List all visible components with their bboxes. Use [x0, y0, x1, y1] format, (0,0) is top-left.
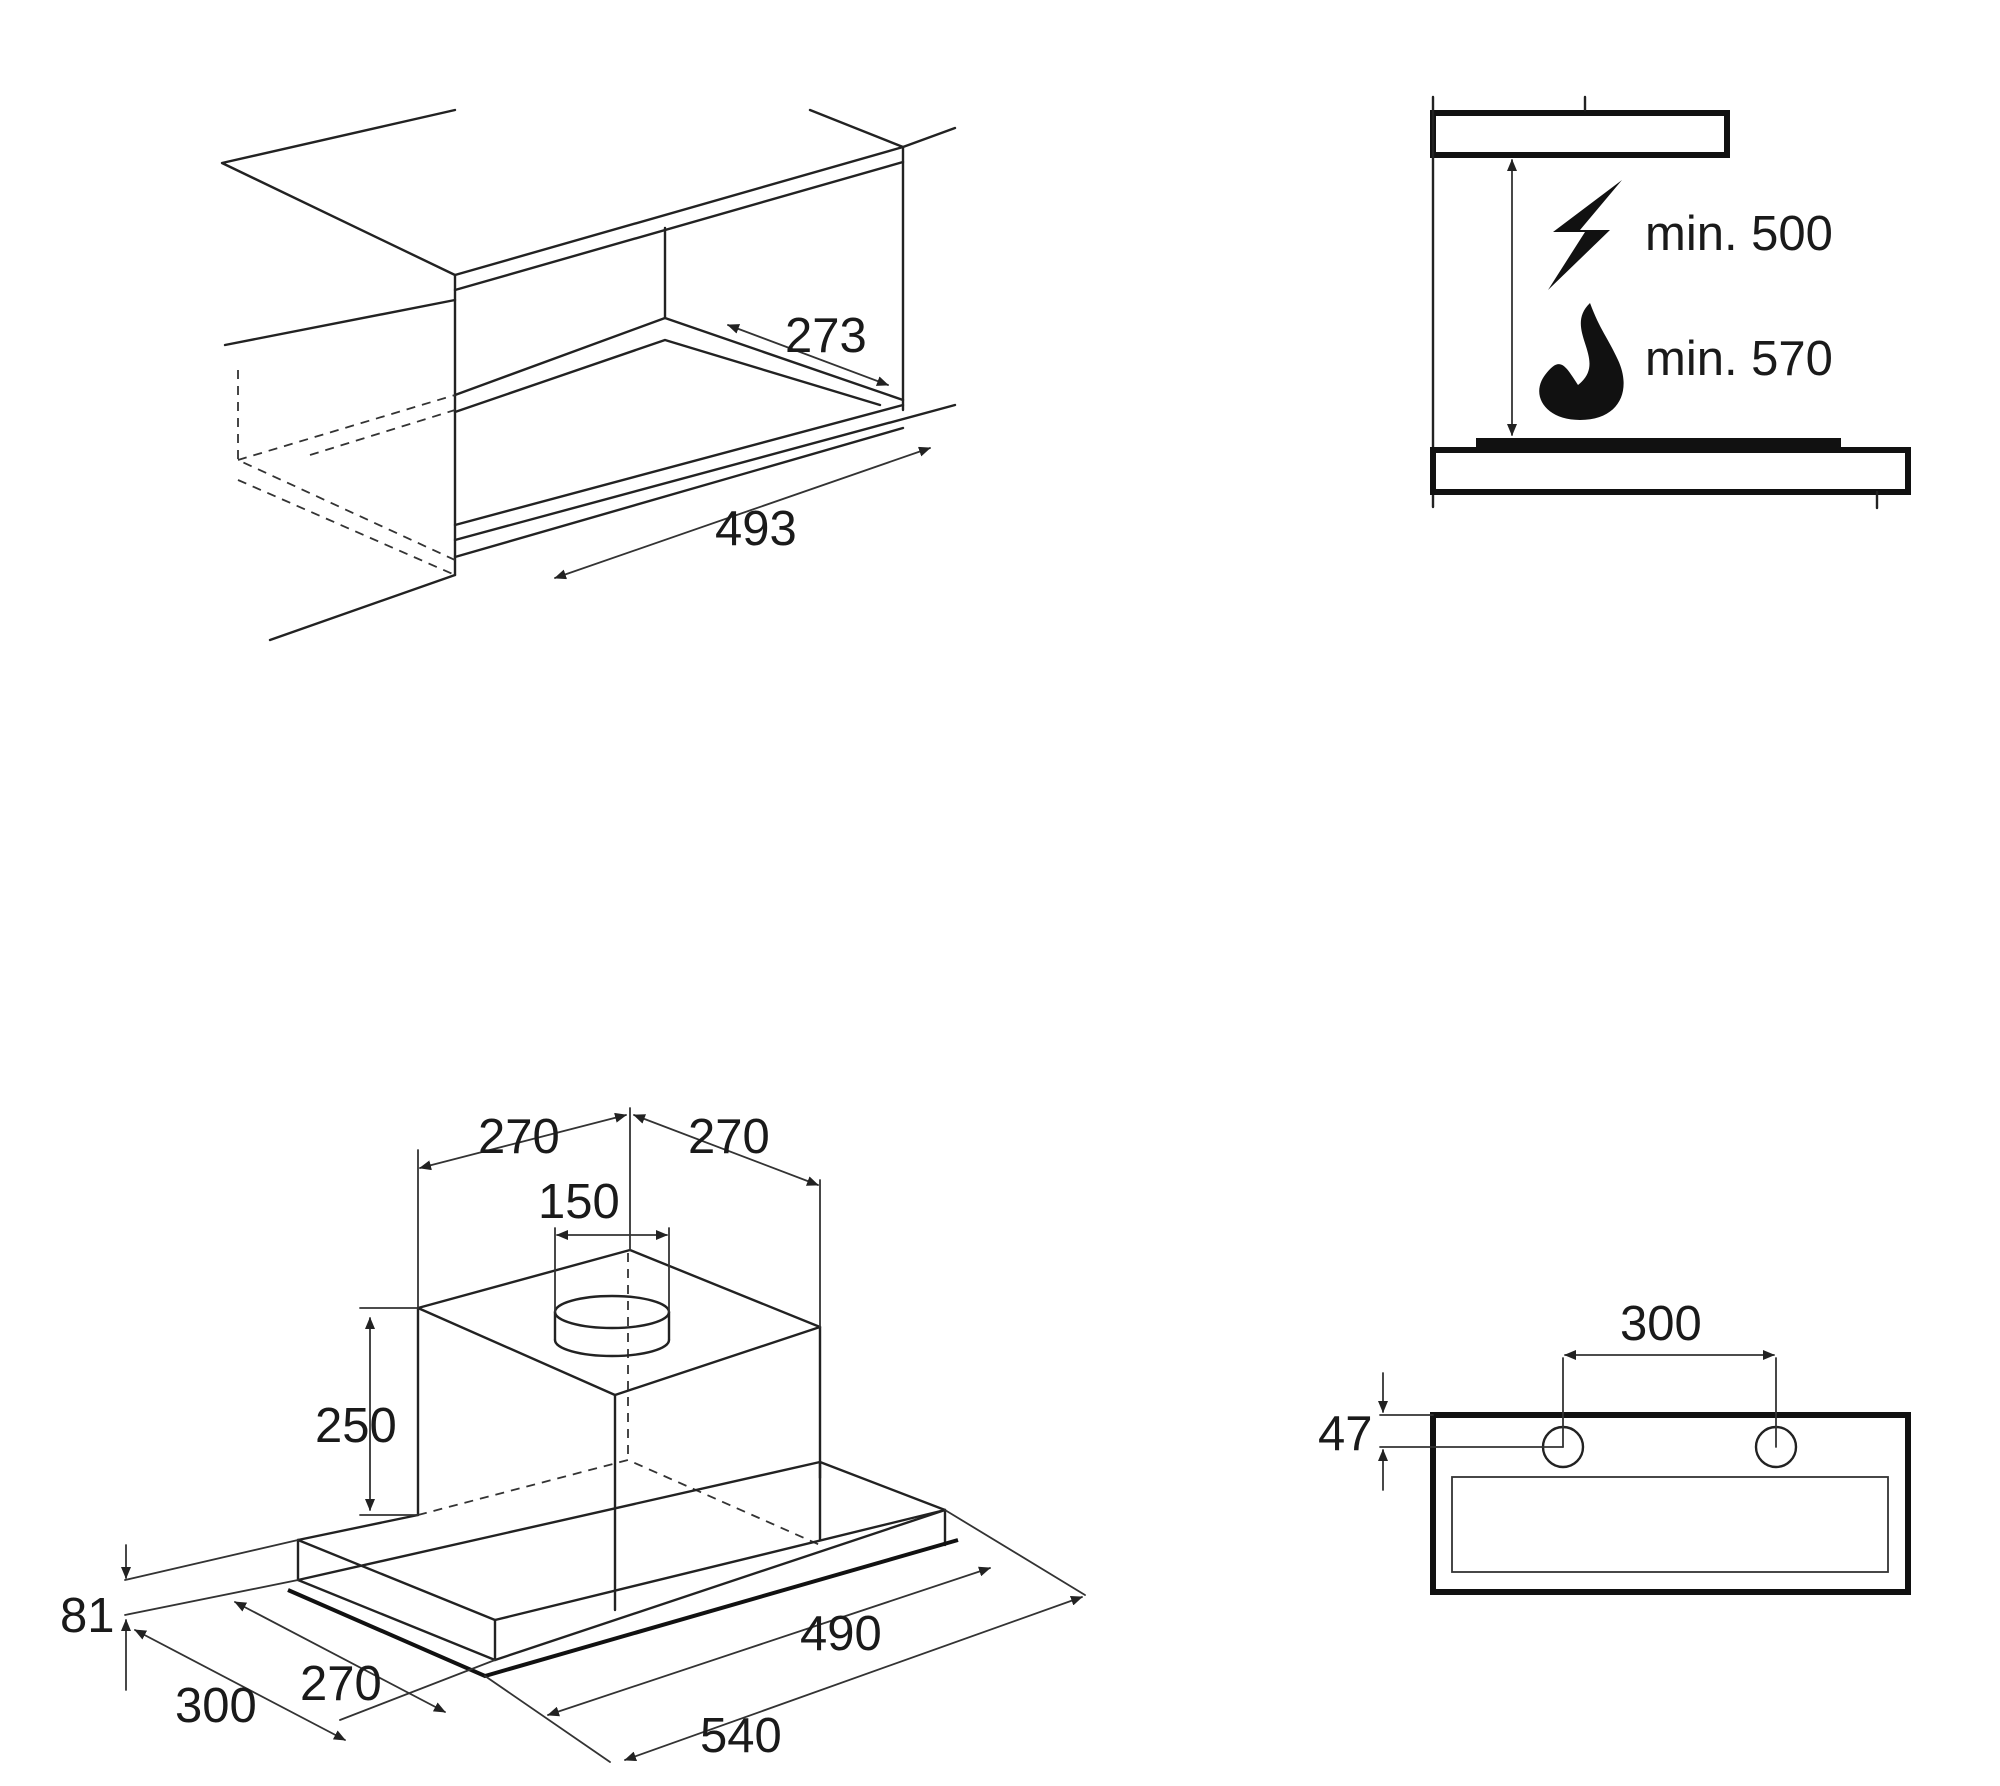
outer-depth-label: 300 [175, 1679, 257, 1733]
gas-clearance-label: min. 570 [1645, 332, 1833, 386]
right-offset-label: 270 [688, 1110, 770, 1164]
hood-iso-panel: 270 270 150 250 81 270 300 490 540 [60, 1107, 1086, 1763]
inner-depth-label: 270 [300, 1657, 382, 1711]
mounting-panel: 300 47 [1318, 1297, 1911, 1595]
flame-icon [1539, 303, 1624, 420]
cabinet-panel: 273 493 [220, 108, 957, 642]
left-offset-label: 270 [478, 1110, 560, 1164]
hob-surface [1476, 438, 1841, 450]
duct-diameter-label: 150 [538, 1175, 620, 1229]
body-height-label: 81 [60, 1589, 115, 1643]
cabinet-depth-label: 273 [785, 309, 867, 363]
hole-offset-label: 47 [1318, 1407, 1373, 1461]
cabinet-width-label: 493 [715, 502, 797, 556]
lightning-bolt-icon [1548, 180, 1622, 290]
chimney-height-label: 250 [315, 1399, 397, 1453]
outer-width-label: 540 [700, 1709, 782, 1763]
inner-width-label: 490 [800, 1607, 882, 1661]
clearance-panel: min. 500 min. 570 [1430, 95, 1911, 510]
electric-clearance-label: min. 500 [1645, 207, 1833, 261]
hole-spacing-label: 300 [1620, 1297, 1702, 1351]
